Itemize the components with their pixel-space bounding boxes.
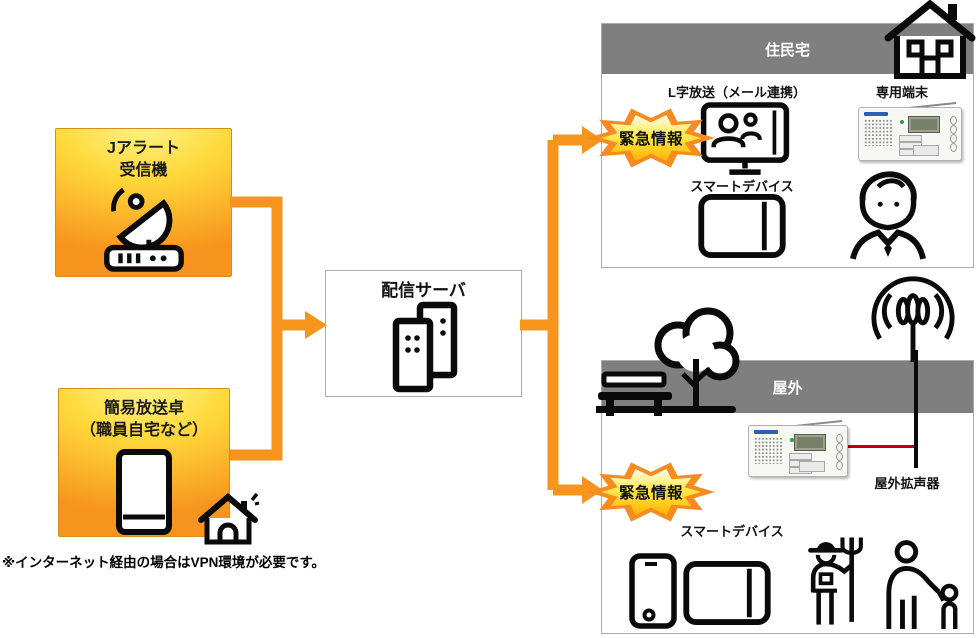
outdoor-panel-title: 屋外 (772, 379, 803, 397)
satellite-dish-icon (104, 187, 184, 272)
outdoor-loudspeaker-icon (871, 276, 955, 362)
radio-side-button (836, 434, 843, 443)
radio-side-button (950, 134, 957, 143)
jalert-box-title-line1: Jアラート (107, 140, 180, 157)
house-icon (884, 0, 976, 79)
outdoor-smart-device-label: スマートデバイス (680, 524, 784, 539)
radio-speaker-grille (754, 437, 783, 464)
starburst-icon (587, 462, 715, 522)
broadcast-console-box: 簡易放送卓 （職員自宅など） (58, 388, 230, 537)
ground-bar (596, 406, 736, 413)
console-box-title-line2: （職員自宅など） (79, 422, 208, 439)
radio-body (858, 107, 962, 161)
resident-person-icon (850, 171, 926, 260)
parent-child-icon (886, 540, 959, 629)
radio-button (899, 135, 922, 142)
emergency-badge-home: 緊急情報 (586, 106, 716, 170)
radio-speaker-grille (864, 119, 893, 146)
radio-led (900, 120, 904, 124)
dedicated-terminal-device (858, 101, 962, 161)
outdoor-speaker-label: 屋外拡声器 (874, 476, 940, 491)
console-box-title-line1: 簡易放送卓 (103, 400, 184, 417)
radio-lcd (908, 116, 940, 133)
radio-side-button (950, 125, 957, 134)
radio-logo (864, 112, 888, 116)
radio-side-button (836, 452, 843, 461)
jalert-receiver-box: Jアラート 受信機 (55, 128, 232, 277)
home-panel-title: 住民宅 (764, 41, 810, 59)
tablet-landscape-icon (698, 194, 786, 258)
radio-led (790, 438, 794, 442)
server-title: 配信サーバ (381, 281, 466, 300)
radio-side-button (836, 461, 843, 470)
starburst-icon (587, 108, 715, 168)
radio-side-button (950, 116, 957, 125)
smartphone-icon (629, 553, 677, 629)
tablet-landscape-icon (683, 561, 771, 625)
farmer-icon (808, 537, 863, 625)
radio-lcd (794, 434, 826, 451)
radio-side-button (836, 443, 843, 452)
distribution-server-box: 配信サーバ (325, 270, 522, 397)
vpn-note: ※インターネット経由の場合はVPN環境が必要です。 (2, 555, 326, 570)
home-smart-device-label: スマートデバイス (690, 179, 794, 194)
tree-icon (654, 307, 740, 411)
speaker-pole (914, 350, 918, 468)
l-broadcast-label: L字放送（メール連携） (668, 85, 806, 100)
tablet-portrait-icon (116, 449, 172, 535)
speaker-feed-line (845, 445, 915, 448)
radio-logo (754, 430, 778, 434)
home-small-icon (198, 492, 260, 545)
jalert-box-title-line2: 受信機 (119, 162, 168, 179)
tv-l-broadcast-icon (700, 102, 790, 175)
radio-button-wide (799, 461, 825, 472)
radio-side-button (950, 143, 957, 152)
radio-button (789, 453, 812, 460)
emergency-badge-outdoor: 緊急情報 (586, 460, 716, 524)
terminal-label: 専用端末 (875, 85, 928, 100)
radio-button-wide (913, 145, 939, 156)
emergency-badge-text: 緊急情報 (618, 131, 683, 148)
emergency-badge-text: 緊急情報 (618, 485, 683, 502)
radio-body (748, 425, 848, 477)
outdoor-receiver-device (748, 419, 848, 477)
server-towers-icon (392, 301, 458, 393)
